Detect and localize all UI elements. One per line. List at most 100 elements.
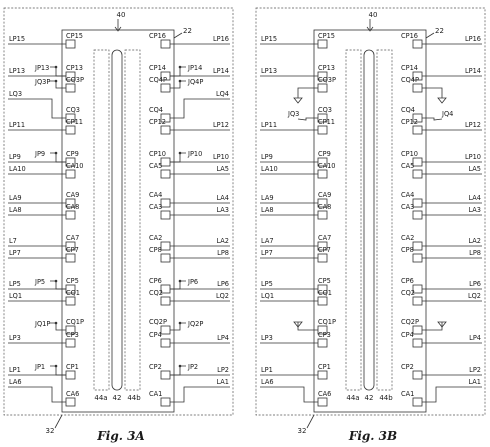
jumper-left (50, 66, 66, 77)
pad-label-right: CA2 (401, 234, 414, 242)
pad-label-right: CA1 (401, 390, 414, 398)
pad-right (160, 325, 171, 335)
pad-label-left: CQ1 (66, 289, 80, 297)
pad-right (412, 296, 423, 306)
pad-label-right: CA5 (401, 162, 414, 170)
lead-label-right: LA1 (216, 378, 229, 386)
lead-label-left: LP3 (9, 334, 21, 342)
pad-left (317, 169, 328, 179)
pad-label-left: CP7 (318, 246, 331, 254)
lead-label-right: LA4 (468, 194, 481, 202)
pad-label-left: CQ1 (318, 289, 332, 297)
lead-label-right: LP6 (217, 280, 229, 288)
lead-label-left: LP7 (261, 249, 273, 257)
pad-left (65, 253, 76, 263)
lead-left (8, 386, 66, 403)
jumper-label-right: JP2 (187, 363, 198, 371)
lead-label-left: LA6 (261, 378, 274, 386)
ground-lead (297, 87, 318, 98)
pad-label-right: CP6 (149, 277, 162, 285)
jumper-label-left: JP5 (34, 278, 45, 286)
lead-label-left: LQ1 (9, 292, 22, 300)
bar-44a (345, 49, 362, 391)
pad-right (412, 39, 423, 49)
jumper-left (50, 280, 66, 290)
ground-lead (422, 322, 443, 331)
pad-left (65, 370, 76, 380)
pad-right (160, 210, 171, 220)
jumper-label-left: JP13 (34, 64, 49, 72)
pad-right (160, 241, 171, 251)
pad-label-left: CP5 (66, 277, 79, 285)
pad-right (412, 253, 423, 263)
jumper-label-left: JQ3 (287, 110, 299, 118)
jumper-right (170, 152, 186, 163)
ref-label-32: 32 (298, 427, 307, 435)
pad-label-left: CQ1P (318, 318, 336, 326)
pad-label-right: CP2 (149, 363, 162, 371)
pad-label-right: CP12 (401, 118, 418, 126)
pad-label-right: CQ4P (401, 76, 419, 84)
ref-leader-32 (54, 414, 63, 429)
lead-label-left: LP15 (9, 35, 25, 43)
bar-42 (111, 49, 123, 391)
ground-lead (422, 87, 443, 98)
lead-label-right: LA5 (216, 165, 229, 173)
jumper-right (170, 280, 186, 290)
pad-label-left: CP3 (66, 331, 79, 339)
figure-caption: Fig. 3A (96, 429, 144, 443)
lead-label-right: LP16 (213, 35, 229, 43)
pad-left (317, 397, 328, 407)
pad-label-left: CP11 (318, 118, 335, 126)
lead-label-left: LP3 (261, 334, 273, 342)
jumper-node-left (54, 151, 58, 155)
pad-label-left: CQ1P (66, 318, 84, 326)
pad-right (160, 125, 171, 135)
lead-label-left: LA9 (261, 194, 274, 202)
pad-label-right: CP12 (149, 118, 166, 126)
bar-44a (93, 49, 110, 391)
lead-label-left: LA10 (9, 165, 26, 173)
lead-label-left: L7 (9, 237, 17, 245)
pad-label-left: CQ3 (318, 106, 332, 114)
pad-label-right: CP10 (401, 150, 418, 158)
lead-label-right: LA2 (216, 237, 229, 245)
lead-label-left: LP5 (261, 280, 273, 288)
lead-label-left: LP11 (9, 121, 25, 129)
lead-label-left: LP9 (9, 153, 21, 161)
jumper-node-left (54, 364, 58, 368)
pad-label-left: CA7 (318, 234, 331, 242)
pad-label-left: CP1 (66, 363, 79, 371)
pad-label-right: CP10 (149, 150, 166, 158)
pad-label-right: CP4 (401, 331, 414, 339)
lead-label-right: LP16 (465, 35, 481, 43)
pad-right (412, 169, 423, 179)
jumper-label-right: JQ4P (187, 78, 203, 86)
ref-label-44a: 44a (94, 394, 107, 402)
pad-left (317, 83, 328, 93)
pad-right (160, 296, 171, 306)
pad-label-right: CP4 (149, 331, 162, 339)
ref-label-44b: 44b (127, 394, 141, 402)
ref-label-22: 22 (435, 27, 444, 35)
bar-44b (376, 49, 393, 391)
pad-label-left: CP15 (318, 32, 335, 40)
pad-left (317, 296, 328, 306)
pad-label-right: CQ4P (149, 76, 167, 84)
ref-label-40: 40 (117, 11, 126, 19)
pad-label-left: CQ3P (66, 76, 84, 84)
pad-right (412, 157, 423, 167)
pad-label-right: CA2 (149, 234, 162, 242)
pad-label-left: CA8 (318, 203, 331, 211)
ground-arrow (437, 321, 447, 328)
lead-label-right: LP8 (469, 249, 481, 257)
lead-label-left: LP1 (261, 366, 273, 374)
pad-label-right: CA3 (149, 203, 162, 211)
jumper-left (50, 80, 66, 89)
ref-label-32: 32 (46, 427, 55, 435)
pad-left (65, 169, 76, 179)
jumper-label-left: JP9 (34, 150, 45, 158)
pad-label-left: CP11 (66, 118, 83, 126)
lead-label-right: LP2 (217, 366, 229, 374)
